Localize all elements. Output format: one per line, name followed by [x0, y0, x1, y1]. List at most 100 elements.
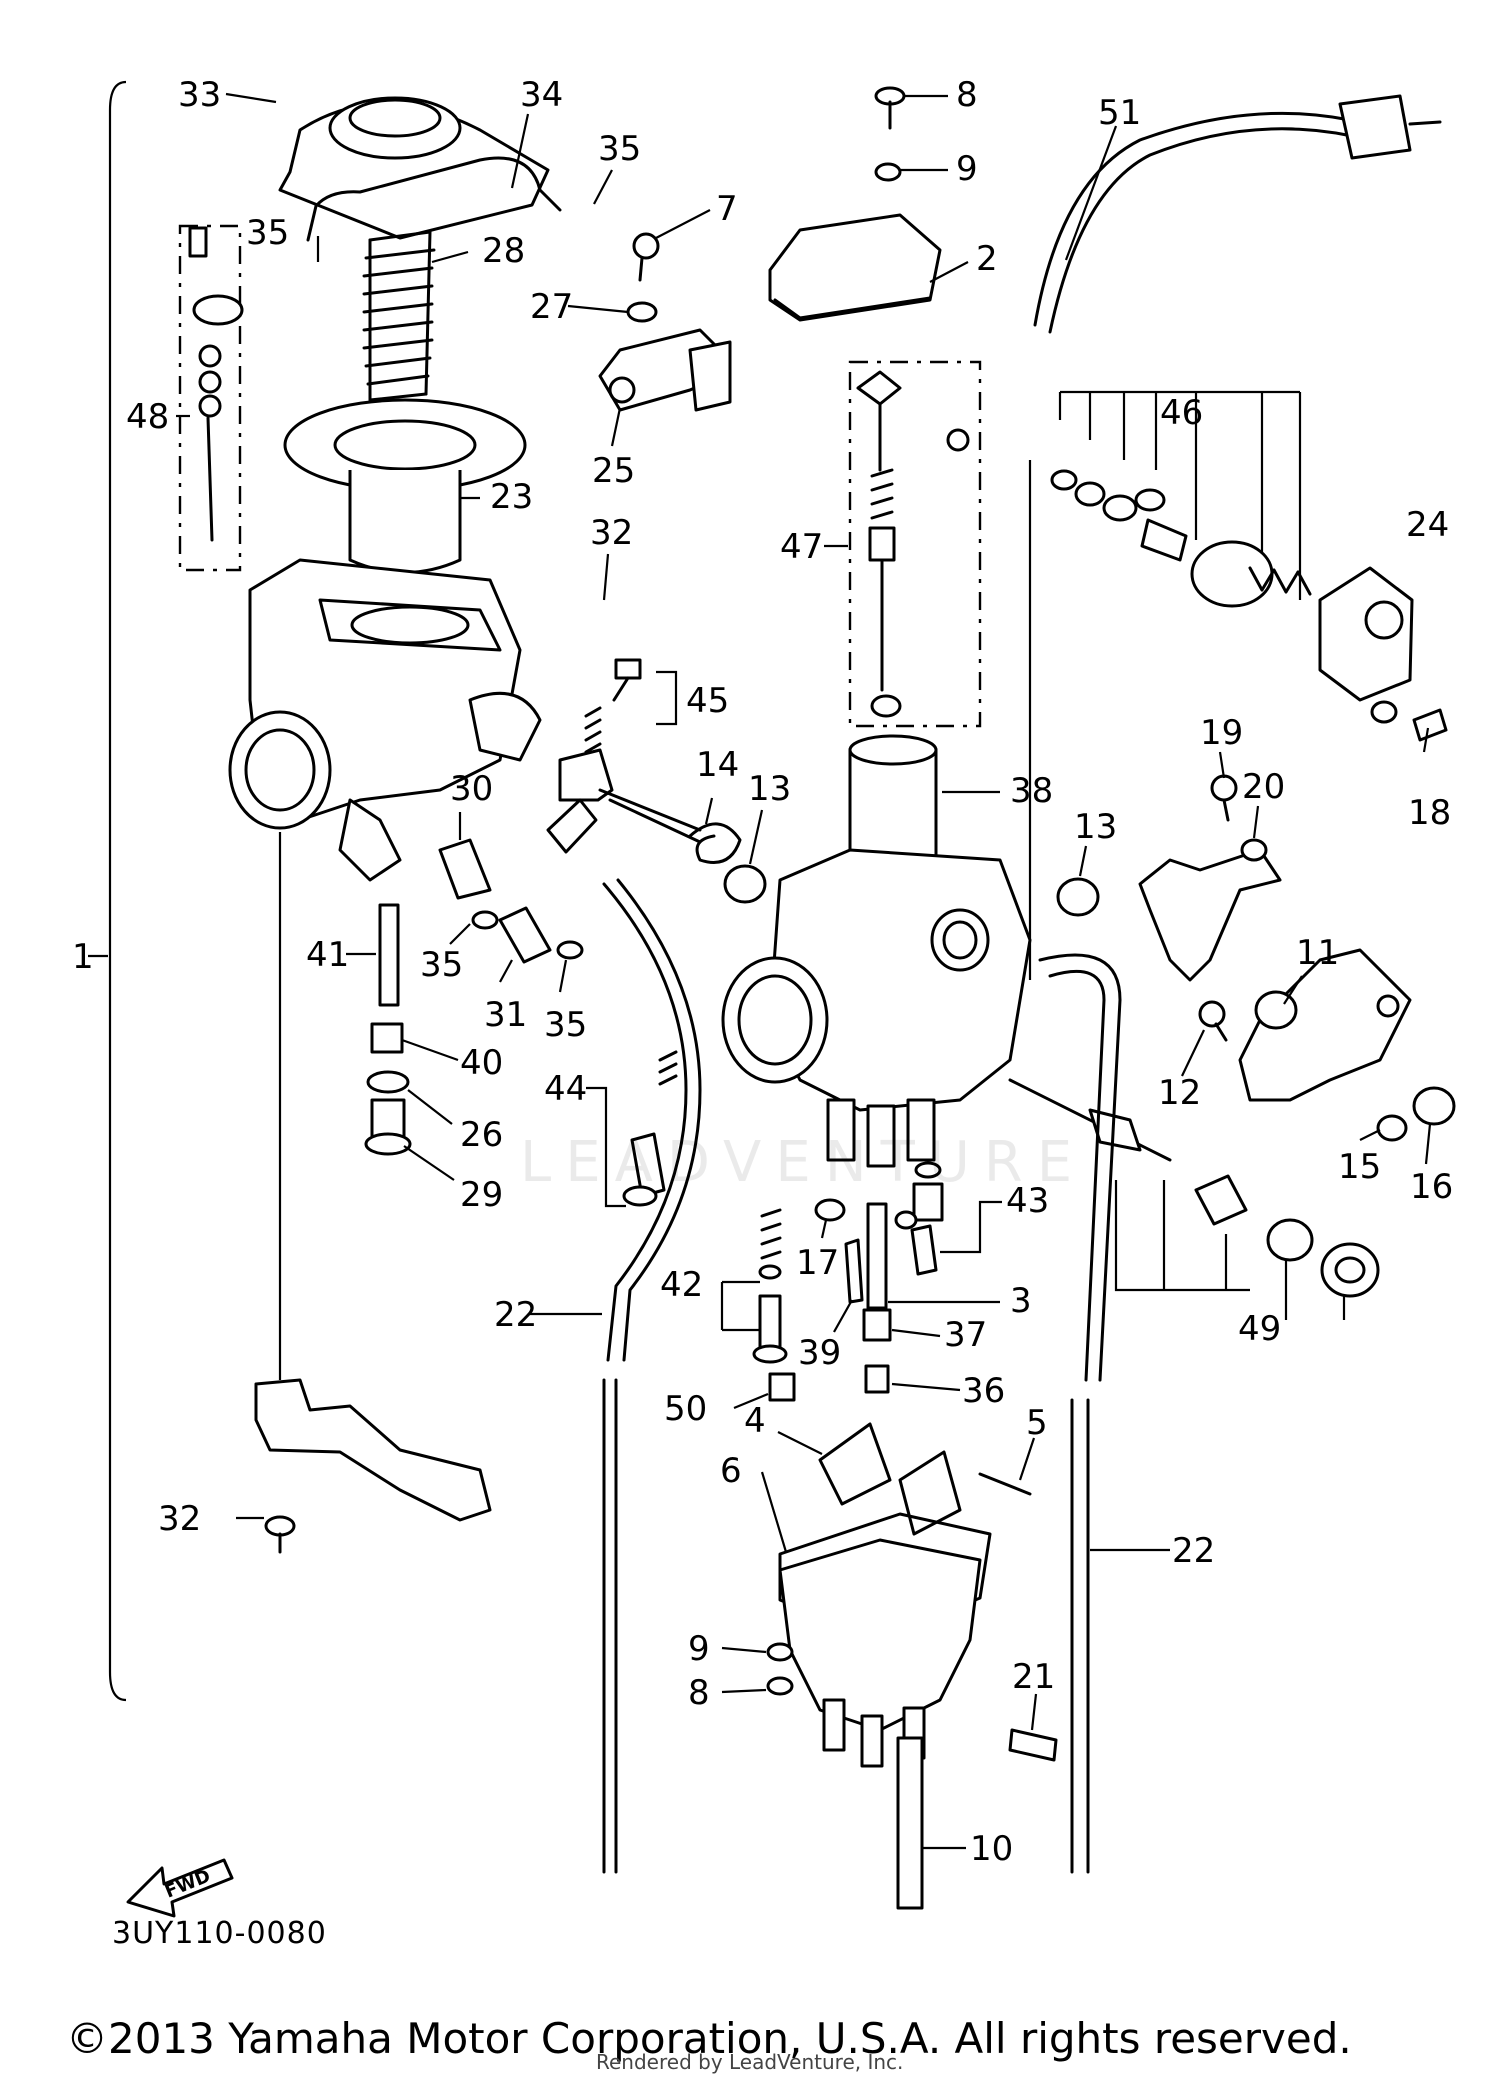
- callout-42: 42: [660, 1265, 703, 1305]
- main-jet-36: [864, 1364, 890, 1394]
- callout-13: 13: [1074, 807, 1117, 847]
- callout-12: 12: [1158, 1073, 1201, 1113]
- plug-29: [364, 1098, 412, 1156]
- callout-37: 37: [944, 1315, 987, 1355]
- diagram-code: 3UY110-0080: [112, 1916, 327, 1951]
- fuel-hose-22-right: [1038, 953, 1122, 1874]
- callout-35: 35: [544, 1005, 587, 1045]
- throttle-shaft-45: [546, 748, 702, 854]
- washer-27: [626, 301, 658, 323]
- callout-5: 5: [1026, 1403, 1048, 1443]
- needle-assembly-48: [178, 224, 244, 572]
- callout-24: 24: [1406, 505, 1449, 545]
- callout-38: 38: [1010, 771, 1053, 811]
- washer-9-bottom: [766, 1642, 794, 1662]
- screw-8-bottom: [766, 1676, 794, 1696]
- callout-36: 36: [962, 1371, 1005, 1411]
- float-bowl: [778, 1538, 982, 1768]
- callout-6: 6: [720, 1451, 742, 1491]
- callout-33: 33: [178, 75, 221, 115]
- callout-44: 44: [544, 1069, 587, 1109]
- callout-9: 9: [688, 1629, 710, 1669]
- screw-19: [1210, 774, 1238, 822]
- callout-32: 32: [590, 513, 633, 553]
- callout-27: 27: [530, 287, 573, 327]
- callout-34: 34: [520, 75, 563, 115]
- jet-17: [814, 1198, 846, 1222]
- springs-44: [622, 1050, 678, 1207]
- rendered-by-notice: Rendered by LeadVenture, Inc.: [596, 2050, 904, 2074]
- callout-22: 22: [494, 1295, 537, 1335]
- callout-41: 41: [306, 935, 349, 975]
- spring-14: [688, 822, 742, 864]
- callout-20: 20: [1242, 767, 1285, 807]
- drain-tube-10: [896, 1736, 924, 1910]
- callout-35: 35: [420, 945, 463, 985]
- plug-50: [768, 1372, 796, 1402]
- bracket-11-lower: [1238, 948, 1412, 1102]
- callout-47: 47: [780, 527, 823, 567]
- callout-31: 31: [484, 995, 527, 1035]
- callout-21: 21: [1012, 1657, 1055, 1697]
- clip-35-pair: [471, 910, 584, 960]
- callout-3: 3: [1010, 1281, 1032, 1321]
- clip-15: [1376, 1114, 1408, 1142]
- callout-28: 28: [482, 231, 525, 271]
- throttle-cable-51: [1033, 94, 1442, 334]
- callout-40: 40: [460, 1043, 503, 1083]
- needle-jet-3: [866, 1202, 888, 1310]
- parts-group-47: [848, 360, 982, 728]
- fwd-arrow-icon: FWD: [126, 1858, 234, 1918]
- collar-11: [1254, 990, 1298, 1030]
- washer-26: [366, 1070, 410, 1094]
- callout-7: 7: [716, 189, 738, 229]
- callout-29: 29: [460, 1175, 503, 1215]
- screw-8-top: [874, 86, 906, 130]
- callout-49: 49: [1238, 1309, 1281, 1349]
- diaphragm-23: [283, 398, 527, 574]
- callout-51: 51: [1098, 93, 1141, 133]
- top-cover-34: [278, 96, 562, 242]
- screw-12: [1198, 1000, 1228, 1042]
- parts-group-49: [1114, 1174, 1380, 1320]
- callout-45: 45: [686, 681, 729, 721]
- callout-15: 15: [1338, 1147, 1381, 1187]
- assembly-1-bracket: [108, 80, 127, 1702]
- nut-20: [1240, 838, 1268, 862]
- callout-32: 32: [158, 1499, 201, 1539]
- callout-16: 16: [1410, 1167, 1453, 1207]
- screws-45: [584, 658, 642, 754]
- callout-1: 1: [72, 937, 94, 977]
- bushing-13-left: [723, 864, 767, 904]
- callout-26: 26: [460, 1115, 503, 1155]
- callout-11: 11: [1296, 933, 1339, 973]
- spring-28: [362, 230, 436, 402]
- jets-group-43: [894, 1161, 944, 1276]
- callout-9: 9: [956, 149, 978, 189]
- callout-43: 43: [1006, 1181, 1049, 1221]
- screw-7: [632, 232, 660, 282]
- callout-48: 48: [126, 397, 169, 437]
- callout-23: 23: [490, 477, 533, 517]
- callout-50: 50: [664, 1389, 707, 1429]
- leader-lines: [88, 92, 1432, 1850]
- callout-10: 10: [970, 1829, 1013, 1869]
- callout-25: 25: [592, 451, 635, 491]
- collar-16: [1412, 1086, 1456, 1126]
- fuel-hose-22-left: [602, 878, 702, 1874]
- cable-adjuster: [1008, 1078, 1172, 1162]
- parts-group-46: [1050, 390, 1448, 742]
- float-4: [818, 1422, 962, 1536]
- watermark: LEADVENTURE: [520, 1130, 1087, 1195]
- callout-8: 8: [956, 75, 978, 115]
- callout-8: 8: [688, 1673, 710, 1713]
- callout-18: 18: [1408, 793, 1451, 833]
- plate-32: [254, 1378, 492, 1554]
- bushing-13-right: [1056, 877, 1100, 917]
- lever-25: [598, 328, 732, 412]
- callout-39: 39: [798, 1333, 841, 1373]
- tube-31: [498, 906, 552, 964]
- callout-14: 14: [696, 745, 739, 785]
- gasket-6: [778, 1512, 992, 1642]
- callout-numbers: 33 34 35 35 28 48 23 8 9 7 2 27 25 47 51…: [72, 75, 1453, 1869]
